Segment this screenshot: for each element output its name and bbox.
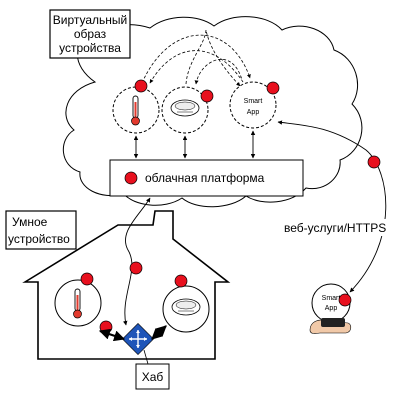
smoke-detector-icon [170, 99, 200, 117]
smoke-detector-icon [171, 298, 201, 316]
smart-device-label-line1: Умное [12, 215, 48, 229]
hub-cloud-arrow [123, 197, 151, 326]
virtual-image-label-line2: образ [74, 27, 107, 41]
event-dot-virtual-smart-app [266, 81, 280, 95]
event-dot-virtual-smoke-detector [200, 89, 214, 103]
hub-label: Хаб [142, 370, 164, 384]
hub-device-arrows [98, 325, 167, 342]
smart-device-label-box [5, 210, 77, 250]
virtual-image-label-line3: устройства [59, 41, 121, 55]
smart-app-phone-label-line2: App [325, 305, 338, 312]
event-dot-smoke-detector [174, 274, 188, 288]
cloud-platform-label: облачная платформа [145, 171, 265, 185]
dashed-sync-arrows [141, 29, 251, 87]
smart-app-cloud-label-line1: Smart [244, 98, 263, 105]
smart-device-label-line2: устройство [8, 232, 70, 246]
web-services-label: веб-услуги/HTTPS [284, 221, 386, 235]
platform-connectors [133, 130, 256, 159]
thermometer-icon [131, 95, 140, 126]
event-dot-cloud-platform [124, 171, 138, 185]
phone-icon [309, 318, 352, 334]
event-dot-virtual-thermometer [134, 79, 148, 93]
hub-label-box [135, 363, 170, 390]
web-services-arrow [277, 120, 387, 293]
hub-icon [122, 323, 154, 355]
virtual-image-label-line1: Виртуальный [53, 13, 128, 27]
cloud-platform-box [109, 159, 304, 197]
event-dot-web-services [367, 155, 381, 169]
smart-app-phone-label-line1: Smart [322, 295, 341, 302]
hub-label-leader [143, 349, 149, 365]
virtual-image-label-box [49, 9, 131, 59]
event-dot-hub-link [129, 261, 143, 275]
event-dot-thermometer [80, 272, 94, 286]
virtual-smart-app-outline [229, 81, 277, 129]
smart-app-cloud-label-line2: App [247, 109, 260, 116]
thermometer-icon [73, 288, 82, 319]
event-dot-phone-smart-app [338, 293, 352, 307]
